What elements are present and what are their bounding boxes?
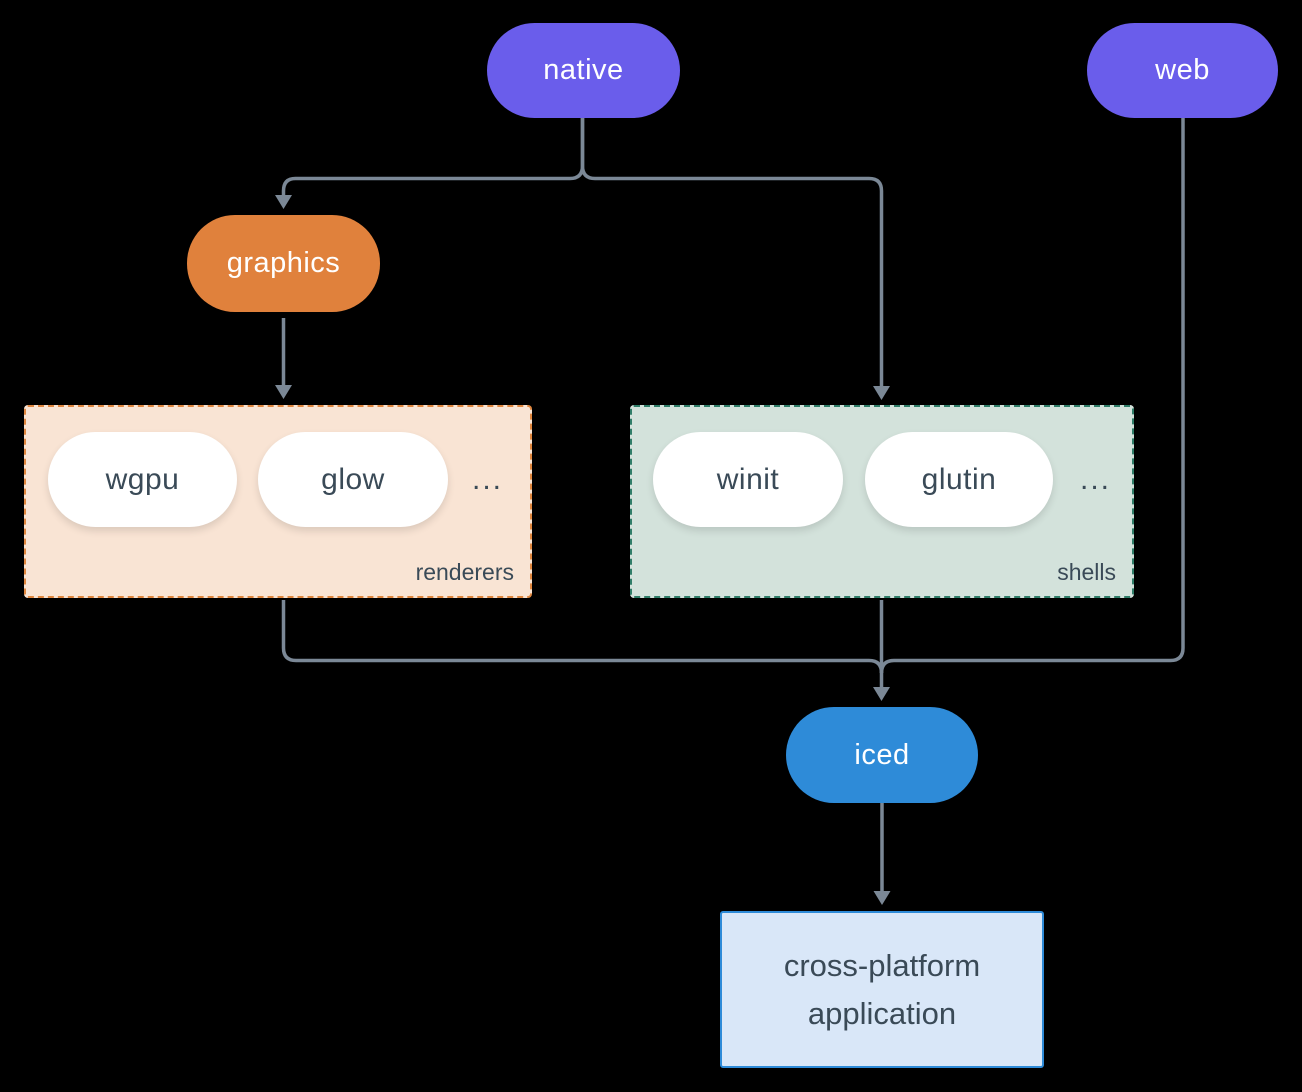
node-native: native [487,23,680,118]
pill-glutin-label: glutin [921,462,997,496]
renderers-ellipsis: ... [472,462,504,496]
pill-winit: winit [653,432,843,527]
node-iced: iced [786,707,978,803]
pill-wgpu: wgpu [48,432,237,527]
group-shells: winit glutin ... shells [630,405,1134,598]
node-web-label: web [1155,54,1210,86]
pill-glow-label: glow [321,462,385,496]
group-renderers: wgpu glow ... renderers [24,405,532,598]
arrowhead-shells [873,386,890,400]
arrowhead-application [873,891,891,905]
node-graphics: graphics [187,215,380,312]
node-web: web [1087,23,1278,118]
node-iced-label: iced [854,738,910,771]
pill-glutin: glutin [865,432,1053,527]
pill-wgpu-label: wgpu [105,462,180,496]
application-label-line1: cross-platform [783,947,981,983]
shells-ellipsis: ... [1080,462,1112,496]
arrowhead-renderers [275,385,292,399]
node-graphics-label: graphics [226,247,341,279]
node-cross-platform-application: cross-platform application [720,911,1044,1068]
node-native-label: native [543,54,624,86]
pill-glow: glow [258,432,448,527]
shells-group-label: shells [1057,559,1116,585]
edge-native-to-graphics [281,118,585,195]
edge-native-to-shells [580,118,884,386]
edge-renderers-to-iced [281,600,884,674]
pill-winit-label: winit [716,462,780,496]
arrowhead-graphics [275,195,292,209]
application-label-line2: application [807,995,957,1031]
arrowhead-iced [873,687,890,701]
renderers-group-label: renderers [415,559,514,585]
